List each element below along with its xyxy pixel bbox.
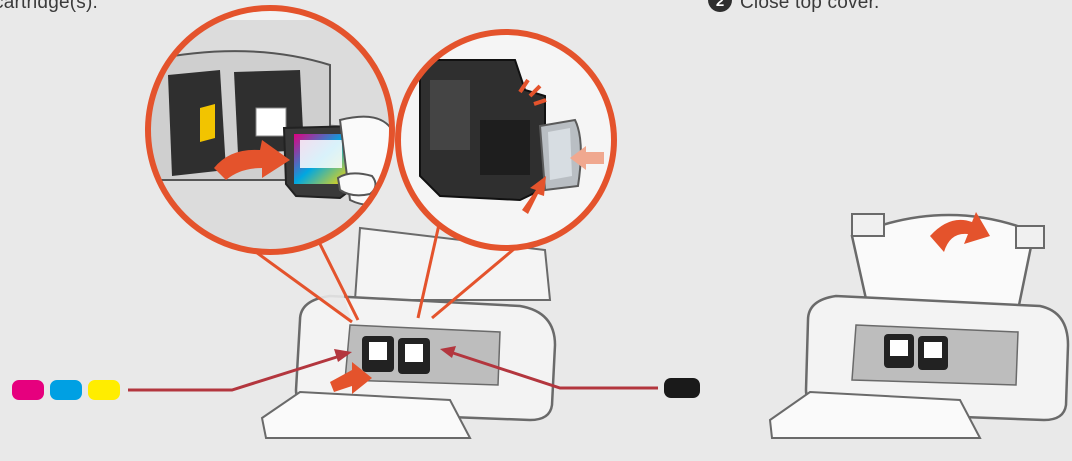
- color-cartridge-legend: [12, 380, 120, 400]
- yellow-swatch: [88, 380, 120, 400]
- black-cartridge-pointer-line: [449, 350, 658, 390]
- step2-number-badge: 2: [708, 0, 732, 12]
- cyan-swatch: [50, 380, 82, 400]
- push-arrow-icon: [330, 362, 372, 394]
- step1-caption: cartridge(s).: [0, 0, 98, 13]
- black-cartridge-pointer-arrowhead: [440, 346, 456, 358]
- color-cartridge-pointer-line: [128, 354, 341, 392]
- step2-caption: Close top cover.: [740, 0, 880, 13]
- black-swatch: [664, 378, 700, 398]
- printer-step2: [768, 212, 1070, 439]
- rotate-arrow-icon: [214, 140, 290, 180]
- push-up-arrow-icon: [522, 176, 546, 214]
- close-cover-arrow-icon: [930, 212, 990, 252]
- detail-circle-latch: [395, 29, 617, 251]
- magenta-swatch: [12, 380, 44, 400]
- detail-circle-insert-cartridge: [145, 5, 395, 255]
- printer-step1: [260, 226, 557, 439]
- color-cartridge-pointer-arrowhead: [334, 349, 352, 362]
- slide-in-arrow-icon: [570, 146, 604, 170]
